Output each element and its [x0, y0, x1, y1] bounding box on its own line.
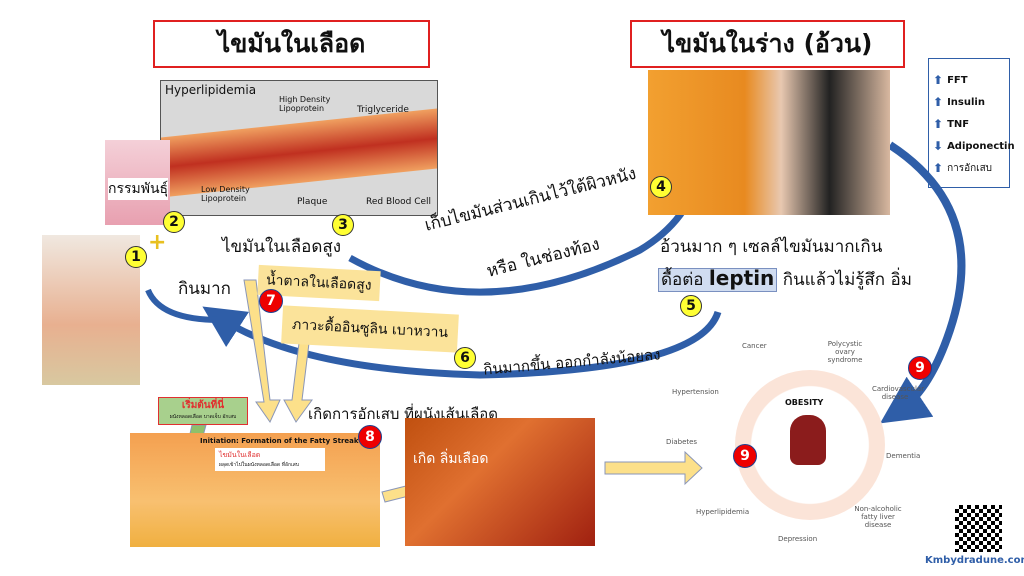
- step-3: 3: [332, 214, 354, 236]
- obesity-center: OBESITY: [785, 398, 824, 407]
- label-leptin-line: ดื้อต่อ leptin กินแล้วไม่รู้สึก อิ่ม: [658, 266, 912, 293]
- label-high-blood-fat: ไขมันในเลือดสูง: [222, 237, 342, 257]
- label-genetics: กรรมพันธุ์: [108, 178, 169, 200]
- arrow-eat-much: [145, 288, 221, 323]
- step-7: 7: [259, 289, 283, 313]
- legend-adiponectin: ⬇Adiponectin: [933, 139, 1015, 153]
- label-triglyceride: Triglyceride: [357, 105, 409, 115]
- belly-fat-image: [648, 70, 890, 215]
- legend-box: ⬆FFT ⬆Insulin ⬆TNF ⬇Adiponectin ⬆การอักเ…: [928, 58, 1015, 188]
- legend-tnf: ⬆TNF: [933, 117, 970, 131]
- step-9-cardio: 9: [908, 356, 932, 380]
- qr-code: [955, 505, 1002, 552]
- hyperlipidemia-image: Hyperlipidemia High Density Lipoprotein …: [160, 80, 438, 216]
- start-here-box: เริ่มต้นที่นี่ ผนังหลอดเลือด บาดเจ็บ อัก…: [158, 397, 248, 425]
- arrow-yellow-1: [243, 279, 281, 424]
- arrow-yellow-2: [283, 334, 313, 423]
- step-4: 4: [650, 176, 672, 198]
- obesity-wheel: OBESITY Cancer Polycystic ovary syndrome…: [666, 340, 925, 543]
- title-body-fat: ไขมันในร่าง (อ้วน): [630, 20, 905, 68]
- label-obese: อ้วนมาก ๆ เซลล์ไขมันมากเกิน: [660, 237, 883, 257]
- label-eat-much: กินมาก: [178, 279, 231, 299]
- person-icon: [790, 415, 826, 465]
- title-blood-fat: ไขมันในเลือด: [153, 20, 430, 68]
- label-ldl: Low Density Lipoprotein: [201, 185, 250, 203]
- arrow-to-disease: [880, 141, 966, 424]
- blood-clot-image: เกิด ลิ่มเลือด: [405, 418, 595, 546]
- legend-inflammation: ⬆การอักเสบ: [933, 161, 993, 175]
- website-label: Kmbydradune.com: [925, 555, 1024, 566]
- arrow-up-icon: ⬆: [933, 117, 944, 131]
- step-2: 2: [163, 211, 185, 233]
- step-1: 1: [125, 246, 147, 268]
- step-8: 8: [358, 425, 382, 449]
- step-6: 6: [454, 347, 476, 369]
- label-hdl: High Density Lipoprotein: [279, 95, 331, 113]
- step-5: 5: [680, 295, 702, 317]
- plus-sign: +: [148, 230, 167, 255]
- legend-fft: ⬆FFT: [933, 73, 968, 87]
- label-rbc: Red Blood Cell: [366, 197, 432, 207]
- hyperlipidemia-title: Hyperlipidemia: [165, 83, 257, 97]
- arrow-yellow-obesity: [604, 450, 703, 486]
- fatty-streak-image: Initiation: Formation of the Fatty Strea…: [130, 433, 380, 547]
- arrow-up-icon: ⬆: [933, 73, 944, 87]
- step-9-obesity: 9: [733, 444, 757, 468]
- arrow-up-icon: ⬆: [933, 161, 944, 175]
- arrow-eat-more: [202, 306, 722, 379]
- arrow-up-icon: ⬆: [933, 95, 944, 109]
- legend-insulin: ⬆Insulin: [933, 95, 985, 109]
- label-plaque: Plaque: [297, 197, 328, 207]
- woman-eating-image: [42, 235, 140, 385]
- arrow-down-icon: ⬇: [933, 139, 944, 153]
